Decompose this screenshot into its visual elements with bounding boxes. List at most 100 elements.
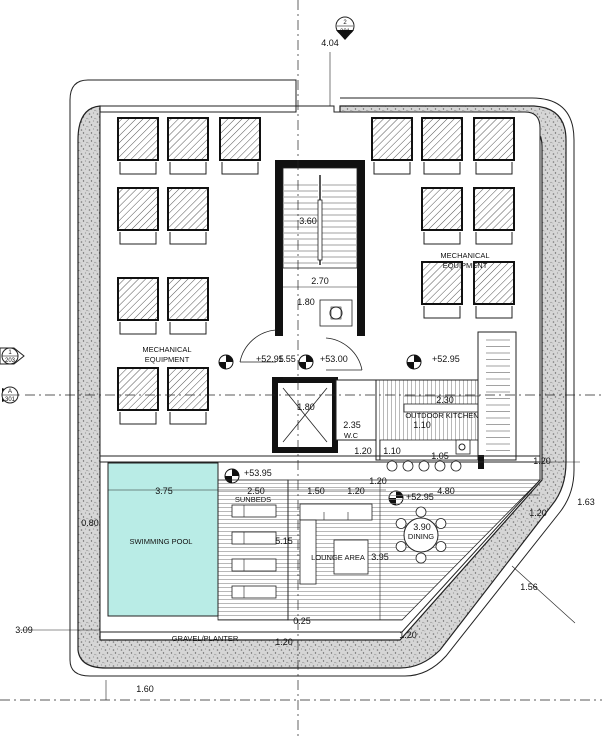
svg-text:2.70: 2.70 [311, 276, 329, 286]
svg-text:3.09: 3.09 [15, 625, 33, 635]
mech-unit [167, 277, 209, 335]
label-lounge-area: LOUNGE AREA [311, 553, 365, 562]
svg-text:3.60: 3.60 [299, 216, 317, 226]
svg-text:201: 201 [340, 29, 351, 35]
label-mech-left-1: MECHANICAL [142, 345, 191, 354]
svg-text:5.15: 5.15 [275, 536, 293, 546]
label-mech-right-1: MECHANICAL [440, 251, 489, 260]
svg-text:1.10: 1.10 [383, 446, 401, 456]
sunbed [231, 531, 277, 545]
svg-text:2.35: 2.35 [343, 420, 361, 430]
sunbed [231, 504, 277, 518]
mech-unit [117, 187, 159, 245]
label-outdoor-kitchen: OUTDOOR KITCHEN [405, 411, 478, 420]
svg-text:4.80: 4.80 [437, 486, 455, 496]
swimming-pool [107, 462, 219, 617]
label-wc: W.C [344, 431, 359, 440]
svg-text:2: 2 [343, 20, 347, 26]
svg-text:0.80: 0.80 [81, 518, 99, 528]
dining-chair [395, 518, 407, 529]
mech-units-left [117, 117, 261, 425]
mech-units-right [371, 117, 515, 319]
mech-unit [167, 117, 209, 175]
dimension-lines [20, 52, 580, 700]
svg-text:1.20: 1.20 [354, 446, 372, 456]
mech-unit [167, 367, 209, 425]
section-marker-top: 2 201 [335, 16, 355, 40]
bar-stool [434, 460, 446, 472]
sunbeds [231, 504, 277, 599]
svg-text:1.20: 1.20 [533, 456, 551, 466]
svg-text:1.20: 1.20 [347, 486, 365, 496]
svg-text:1.56: 1.56 [520, 582, 538, 592]
sunbed [231, 558, 277, 572]
level-marker [298, 354, 314, 370]
level-marker [224, 468, 240, 484]
svg-text:301: 301 [5, 397, 16, 403]
elevator-shaft [272, 377, 338, 453]
labels: 4.04 MECHANICAL EQUIPMENT MECHANICAL EQU… [15, 38, 595, 694]
label-sunbeds: SUNBEDS [235, 495, 271, 504]
svg-text:1: 1 [8, 350, 12, 356]
mech-unit [167, 187, 209, 245]
mech-unit [219, 117, 261, 175]
svg-text:0.25: 0.25 [293, 616, 311, 626]
mech-unit [117, 367, 159, 425]
mech-unit [421, 117, 463, 175]
label-swimming-pool: SWIMMING POOL [130, 537, 193, 546]
mech-unit [117, 117, 159, 175]
svg-text:+53.00: +53.00 [320, 354, 348, 364]
svg-text:1.50: 1.50 [307, 486, 325, 496]
dining-chair [395, 541, 407, 552]
dining-chair [415, 552, 427, 564]
dining-chair [435, 541, 447, 552]
svg-text:1.80: 1.80 [297, 297, 315, 307]
svg-text:A: A [8, 389, 12, 395]
svg-text:+52.95: +52.95 [406, 492, 434, 502]
section-marker-left-a: A 301 [1, 386, 20, 404]
dining-chair [435, 518, 447, 529]
svg-text:1.20: 1.20 [275, 637, 293, 647]
label-mech-right-2: EQUIPMENT [443, 261, 488, 270]
svg-text:1.05: 1.05 [431, 451, 449, 461]
level-top: 4.04 [321, 38, 339, 48]
wc-and-kitchen [335, 331, 517, 469]
mech-unit [117, 277, 159, 335]
sunbed [231, 585, 277, 599]
mech-unit [371, 117, 413, 175]
svg-text:1.20: 1.20 [529, 508, 547, 518]
svg-text:+53.95: +53.95 [244, 468, 272, 478]
svg-text:+52.95: +52.95 [432, 354, 460, 364]
svg-text:3.95: 3.95 [371, 552, 389, 562]
svg-text:3.75: 3.75 [155, 486, 173, 496]
level-marker [218, 354, 234, 370]
level-marker [406, 354, 422, 370]
label-mech-left-2: EQUIPMENT [145, 355, 190, 364]
svg-text:1.60: 1.60 [136, 684, 154, 694]
svg-text:+52.95: +52.95 [256, 354, 284, 364]
label-gravel-planter: GRAVEL/PLANTER [172, 634, 239, 643]
section-marker-left-1: 1 203 [0, 347, 25, 365]
bar-stool [450, 460, 462, 472]
mech-unit [473, 187, 515, 245]
svg-text:3.90: 3.90 [413, 522, 431, 532]
svg-text:203: 203 [5, 358, 16, 364]
svg-text:1.63: 1.63 [577, 497, 595, 507]
label-dining: DINING [408, 532, 434, 541]
dining-chair [415, 506, 427, 518]
bar-stool [386, 460, 398, 472]
svg-text:1.10: 1.10 [413, 420, 431, 430]
svg-text:1.20: 1.20 [399, 630, 417, 640]
stair-core [275, 160, 365, 336]
slab-outline [69, 79, 575, 677]
svg-text:2.50: 2.50 [247, 486, 265, 496]
bar-stool [418, 460, 430, 472]
bar-stools [386, 460, 462, 472]
dining-table [395, 506, 447, 564]
svg-text:1.20: 1.20 [369, 476, 387, 486]
bar-stool [402, 460, 414, 472]
mech-unit [421, 261, 463, 319]
svg-text:1.80: 1.80 [297, 402, 315, 412]
